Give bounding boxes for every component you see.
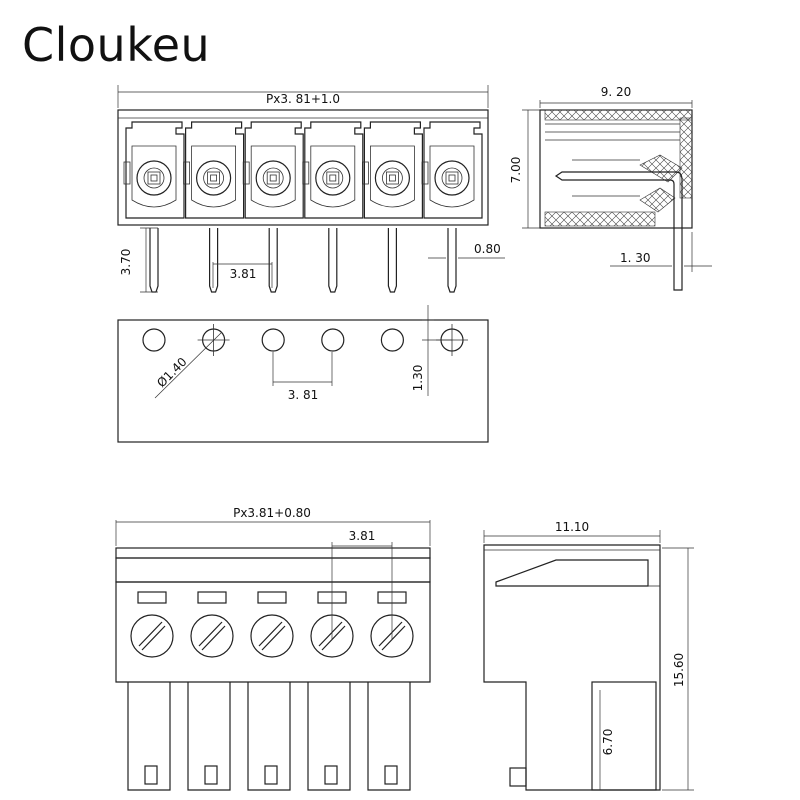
pcb-hole: [321, 328, 345, 352]
pin-offset-label: 1. 30: [620, 251, 651, 265]
header-terminal-cell: [183, 121, 245, 219]
header-terminal-cell: [242, 121, 304, 219]
plug-leg: [127, 682, 171, 791]
pcb-layout-view: Ø1.40 3. 81 1.30: [117, 305, 489, 443]
header-pin: [447, 228, 457, 293]
header-pitch-label: 3.81: [230, 267, 257, 281]
header-pin: [268, 228, 278, 293]
plug-side-view: 11.10 15.60 6.70: [483, 520, 694, 791]
pin-length-label: 3.70: [119, 249, 133, 276]
plug-height-label: 15.60: [672, 653, 686, 687]
plug-front-view: Px3.81+0.80 3.81: [115, 506, 431, 791]
plug-screw: [190, 614, 234, 658]
plug-leg: [187, 682, 231, 791]
row-offset-label: 1.30: [411, 365, 425, 392]
plug-leg: [367, 682, 411, 791]
header-pin: [328, 228, 338, 293]
header-terminal-cell: [302, 121, 364, 219]
pcb-hole: [261, 328, 285, 352]
pcb-hole: [380, 328, 404, 352]
header-pin: [149, 228, 159, 293]
plug-leg: [307, 682, 351, 791]
header-terminal-cell: [123, 121, 185, 219]
plug-screw: [130, 614, 174, 658]
plug-leg: [247, 682, 291, 791]
header-terminal-cell: [421, 121, 483, 219]
header-body: [117, 109, 489, 226]
plug-wire-slot: [137, 591, 167, 604]
plug-screw: [250, 614, 294, 658]
brand-logo: Cloukeu: [22, 18, 211, 72]
plug-pitch-label: 3.81: [349, 529, 376, 543]
plug-depth-label: 11.10: [555, 520, 589, 534]
pin-width-label: 0.80: [474, 242, 501, 256]
pcb-pitch-label: 3. 81: [288, 388, 319, 402]
header-side-view: 9. 20 7.00 1. 30: [509, 85, 712, 291]
header-height-label: 7.00: [509, 157, 523, 184]
plug-wire-slot: [257, 591, 287, 604]
pcb-hole: [142, 328, 166, 352]
header-depth-label: 9. 20: [601, 85, 632, 99]
hole-diameter-label: Ø1.40: [154, 355, 189, 390]
header-pin: [209, 228, 219, 293]
header-pin: [387, 228, 397, 293]
header-top-view: Px3. 81+1.0 3.70 3.81 0.80: [117, 85, 505, 293]
header-pitch-formula-label: Px3. 81+1.0: [266, 92, 340, 106]
plug-pitch-formula-label: Px3.81+0.80: [233, 506, 311, 520]
plug-lower-height-label: 6.70: [601, 729, 615, 756]
header-terminal-cell: [361, 121, 423, 219]
plug-wire-slot: [197, 591, 227, 604]
